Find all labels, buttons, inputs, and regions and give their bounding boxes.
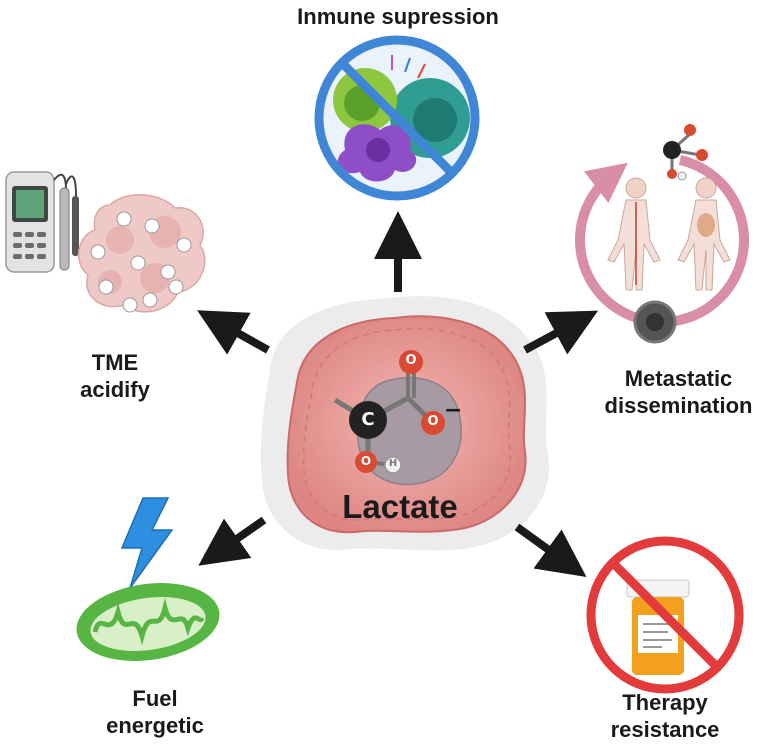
metastasis-cycle-icon — [574, 124, 749, 344]
arrow-lower-right — [514, 523, 587, 578]
mitochondria-icon — [76, 583, 220, 661]
tumor-cell-icon — [260, 296, 550, 551]
human-figure-left-icon — [607, 177, 661, 291]
lactate-molecule-icon — [333, 350, 445, 474]
human-figure-right-icon — [677, 177, 731, 291]
center-label: Lactate — [342, 488, 458, 525]
no-pills-icon — [586, 536, 744, 694]
no-immune-cells-icon — [314, 35, 480, 201]
arrow-lower-left — [198, 516, 267, 566]
arrows — [197, 211, 599, 578]
label-immune-suppression: Inmune supression — [297, 4, 499, 29]
lightning-icon — [120, 497, 174, 589]
ph-meter-icon — [5, 171, 79, 273]
arrow-upper-right — [523, 310, 599, 355]
acid-tumor-icon — [77, 194, 206, 313]
arrow-upper-left — [197, 310, 270, 355]
